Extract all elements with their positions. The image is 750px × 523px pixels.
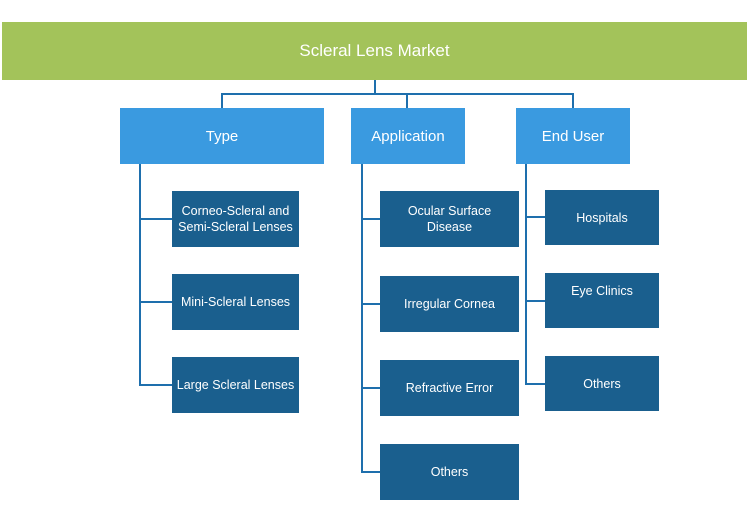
application-item-label: Ocular Surface Disease [407,204,492,234]
connector-type-item-1 [139,218,172,220]
enduser-item-eye-clinics: Eye Clinics [545,273,659,328]
connector-application-item-1 [361,218,380,220]
application-item-label: Irregular Cornea [403,297,495,311]
connector-application-down [406,93,408,108]
type-item-corneo-scleral: Corneo-Scleral and Semi-Scleral Lenses [172,191,299,247]
connector-enduser-vertical [525,164,527,385]
category-type-label: Type [205,127,239,145]
enduser-item-hospitals: Hospitals [545,190,659,245]
category-end-user: End User [516,108,630,164]
connector-root-down [374,80,376,94]
root-title: Scleral Lens Market [299,41,450,60]
category-application-label: Application [371,127,445,145]
application-item-label: Refractive Error [405,381,494,395]
application-item-ocular-surface: Ocular Surface Disease [380,191,519,247]
connector-type-item-2 [139,301,172,303]
connector-type-item-3 [139,384,172,386]
enduser-item-label: Hospitals [576,210,628,225]
application-item-others: Others [380,444,519,500]
enduser-item-label: Others [583,376,621,391]
connector-application-item-4 [361,471,380,473]
connector-application-vertical [361,164,363,473]
application-item-irregular-cornea: Irregular Cornea [380,276,519,332]
connector-type-vertical [139,164,141,386]
connector-application-item-2 [361,303,380,305]
type-item-label: Large Scleral Lenses [176,378,295,392]
connector-enduser-item-2 [525,300,545,302]
application-item-label: Others [430,465,469,479]
root-node: Scleral Lens Market [2,22,747,80]
connector-enduser-item-3 [525,383,545,385]
connector-application-item-3 [361,387,380,389]
enduser-item-label: Eye Clinics [571,284,633,298]
category-type: Type [120,108,324,164]
connector-enduser-item-1 [525,216,545,218]
enduser-item-others: Others [545,356,659,411]
type-item-label: Corneo-Scleral and Semi-Scleral Lenses [178,204,293,234]
category-application: Application [351,108,465,164]
category-end-user-label: End User [541,127,605,145]
connector-type-down [221,93,223,108]
application-item-refractive-error: Refractive Error [380,360,519,416]
connector-horizontal [221,93,574,95]
connector-enduser-down [572,93,574,108]
type-item-mini-scleral: Mini-Scleral Lenses [172,274,299,330]
type-item-label: Mini-Scleral Lenses [180,295,291,309]
type-item-large-scleral: Large Scleral Lenses [172,357,299,413]
